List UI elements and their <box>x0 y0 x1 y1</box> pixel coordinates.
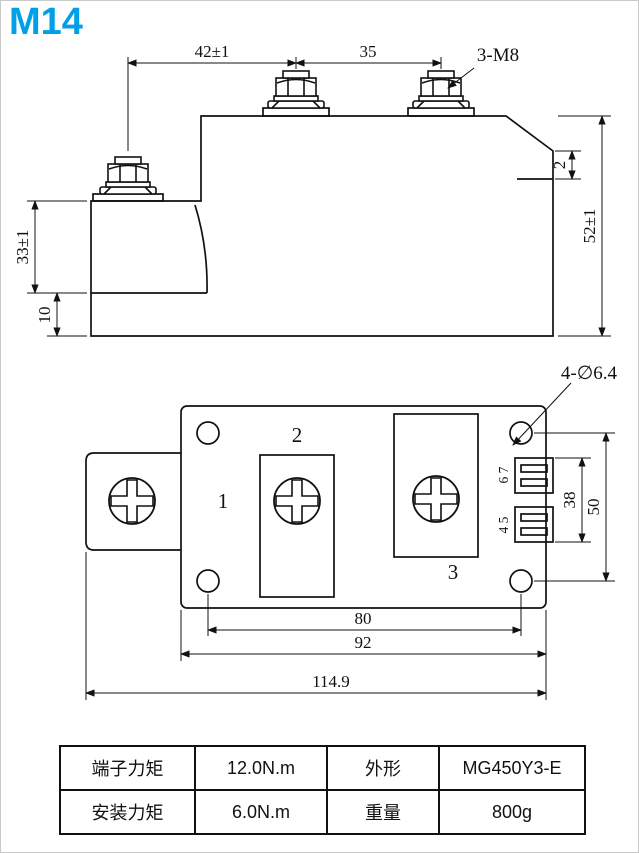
bolt-icon <box>99 156 157 195</box>
spec-value: MG450Y3-E <box>438 745 586 791</box>
dim-total-text: 114.9 <box>312 672 350 691</box>
dim-50: 50 <box>534 432 615 582</box>
dim-42: 42±1 <box>127 42 297 151</box>
callout-hole: 4-∅6.4 <box>512 363 618 446</box>
spec-label: 端子力矩 <box>59 745 196 791</box>
drawing-svg: 42±1 35 3-M8 52±1 2 33±1 <box>13 42 618 700</box>
mounting-hole <box>509 569 533 593</box>
dim-50-text: 50 <box>584 499 603 516</box>
dim-52-text: 52±1 <box>580 209 599 244</box>
aux-connector-lower <box>514 506 554 543</box>
terminal-screw-icon <box>273 477 321 525</box>
dim-52: 52±1 <box>558 115 611 337</box>
callout-3m8: 3-M8 <box>447 45 519 89</box>
spec-value: 12.0N.m <box>194 745 328 791</box>
bolt-callout-text: 3-M8 <box>477 45 519 66</box>
terminal-3-pad <box>393 413 479 558</box>
hole-callout-text: 4-∅6.4 <box>561 363 618 384</box>
spec-table: 端子力矩 12.0N.m 外形 MG450Y3-E 安装力矩 6.0N.m 重量… <box>59 745 586 835</box>
table-row: 端子力矩 12.0N.m 外形 MG450Y3-E <box>59 745 586 791</box>
leader-line <box>447 67 475 89</box>
pin-67-label: 6 7 <box>496 466 511 483</box>
dim-92: 92 <box>180 610 547 700</box>
pin-45-label: 4 5 <box>496 516 511 533</box>
mounting-hole <box>509 421 533 445</box>
terminal-1-label: 1 <box>218 489 229 513</box>
mounting-hole <box>196 421 220 445</box>
spec-value: 800g <box>438 789 586 835</box>
pin-slot <box>520 513 548 522</box>
dim-92-text: 92 <box>355 633 372 652</box>
bolt-icon <box>267 70 325 109</box>
pin-slot <box>520 527 548 536</box>
terminal-screw-icon <box>108 477 156 525</box>
terminal-3-label: 3 <box>448 560 459 584</box>
dim-42-text: 42±1 <box>195 42 230 61</box>
dim-38: 38 <box>555 457 591 543</box>
module-body <box>180 405 547 609</box>
dim-10-text: 10 <box>35 307 54 324</box>
aux-connector-upper <box>514 457 554 494</box>
terminal-screw-icon <box>412 475 460 523</box>
terminal-2-pad <box>259 454 335 598</box>
dim-10: 10 <box>35 292 87 337</box>
module-outline <box>90 115 554 337</box>
dim-33-text: 33±1 <box>13 230 32 265</box>
spec-label: 重量 <box>326 789 440 835</box>
dim-2: 2 <box>550 150 581 180</box>
dim-35: 35 <box>295 42 442 69</box>
pin-slot <box>520 464 548 473</box>
side-view <box>90 107 554 337</box>
dim-2-text: 2 <box>550 161 569 170</box>
spec-value: 6.0N.m <box>194 789 328 835</box>
pin-slot <box>520 478 548 487</box>
dim-38-text: 38 <box>560 492 579 509</box>
dim-80: 80 <box>207 594 522 636</box>
dim-33: 33±1 <box>13 200 87 294</box>
housing-curve <box>194 204 208 294</box>
dim-80-text: 80 <box>355 609 372 628</box>
leader-line <box>512 382 572 446</box>
spec-label: 外形 <box>326 745 440 791</box>
terminal-2-label: 2 <box>292 423 303 447</box>
side-bracket <box>85 452 181 551</box>
terminal-pad <box>92 193 164 202</box>
spec-label: 安装力矩 <box>59 789 196 835</box>
bolt-icon <box>412 70 470 109</box>
terminal-pad <box>262 107 330 117</box>
page-title: M14 <box>9 1 83 43</box>
terminal-pad <box>407 107 475 117</box>
dim-total: 114.9 <box>85 552 547 700</box>
dim-35-text: 35 <box>360 42 377 61</box>
mounting-hole <box>196 569 220 593</box>
table-row: 安装力矩 6.0N.m 重量 800g <box>59 789 586 835</box>
